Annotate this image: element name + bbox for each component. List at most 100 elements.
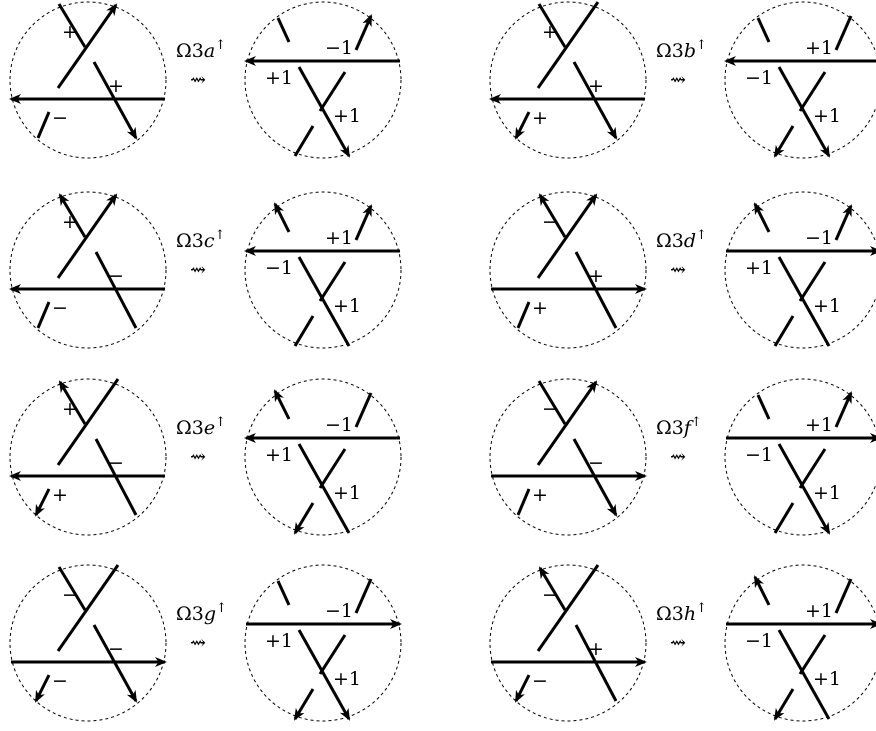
strand-1-upper <box>276 580 291 606</box>
move-label: Ω3c↑ <box>176 228 225 252</box>
crossing-sign-right: + <box>588 75 604 97</box>
strand-1-lower <box>297 256 351 347</box>
crossing-sign-top: − <box>62 584 78 606</box>
up-arrow-icon: ↑ <box>696 601 707 616</box>
crossing-sign-right: − <box>108 452 124 474</box>
strand-2-arrow <box>34 488 51 517</box>
crossing-sign-top: −1 <box>325 600 353 622</box>
crossing-sign-right: + <box>588 265 604 287</box>
strand-2-middle <box>798 448 827 489</box>
crossing-sign-top: − <box>542 398 558 420</box>
crossing-sign-right: + <box>588 638 604 660</box>
move-label-letter: c <box>204 230 215 252</box>
crossing-sign-left: − <box>532 670 548 692</box>
squiggle-arrow-icon: ⇝ <box>670 69 686 91</box>
dashed-disk <box>9 564 167 722</box>
left-diagram: ++− <box>9 1 167 159</box>
strand-2-middle <box>798 71 827 112</box>
strand-1-arrow <box>538 566 567 611</box>
crossing-sign-left: − <box>52 670 68 692</box>
move-label: Ω3h↑ <box>656 601 707 625</box>
crossing-sign-left: −1 <box>265 257 293 279</box>
move-label-omega: Ω3 <box>176 603 204 625</box>
move-h: −+−Ω3h↑⇝+1−1+1 <box>489 564 876 722</box>
squiggle-arrow-icon: ⇝ <box>670 446 686 468</box>
strand-1-arrow <box>538 193 567 238</box>
strand-2-upper <box>536 1 600 89</box>
crossing-sign-left: −1 <box>745 67 773 89</box>
crossing-sign-top: + <box>62 211 78 233</box>
crossing-sign-top: +1 <box>805 37 833 59</box>
dashed-disk <box>489 564 647 722</box>
strand-1-arrow <box>58 380 87 425</box>
crossing-sign-bottom: +1 <box>813 668 841 690</box>
move-label-omega: Ω3 <box>176 417 204 439</box>
move-f: −−+Ω3f↑⇝+1−1+1 <box>489 378 876 536</box>
strand-2-middle <box>318 448 347 489</box>
squiggle-arrow-icon: ⇝ <box>670 259 686 281</box>
crossing-sign-right: + <box>108 75 124 97</box>
strand-1-lower <box>777 629 831 720</box>
crossing-sign-bottom: +1 <box>813 105 841 127</box>
crossing-sign-right: − <box>108 265 124 287</box>
strand-1-arrow <box>753 575 771 606</box>
move-label-omega: Ω3 <box>176 230 204 252</box>
up-arrow-icon: ↑ <box>215 415 226 430</box>
strand-2-upper <box>834 15 853 51</box>
crossing-sign-bottom: +1 <box>333 105 361 127</box>
strand-2-lower <box>516 301 531 329</box>
crossing-sign-left: −1 <box>745 444 773 466</box>
strand-2-middle <box>318 261 347 302</box>
move-label: Ω3e↑ <box>176 415 226 439</box>
crossing-sign-top: +1 <box>325 227 353 249</box>
dashed-disk <box>9 191 167 349</box>
strand-1-segment <box>537 3 567 48</box>
right-diagram: +1−1+1 <box>724 564 876 722</box>
strand-1-arrow <box>58 193 87 238</box>
crossing-sign-top: + <box>542 21 558 43</box>
right-diagram: −1 +1 +1 <box>244 1 402 159</box>
squiggle-arrow-icon: ⇝ <box>190 69 206 91</box>
move-g: −−−Ω3g↑⇝−1+1+1 <box>9 564 402 722</box>
strand-2-lower <box>773 502 795 534</box>
dashed-disk <box>489 1 647 159</box>
crossing-sign-top: −1 <box>325 37 353 59</box>
move-label-omega: Ω3 <box>176 40 204 62</box>
move-label-letter: e <box>204 417 215 439</box>
move-label: Ω3d↑ <box>656 228 707 252</box>
up-arrow-icon: ↑ <box>691 415 702 430</box>
right-diagram: +1 −1 +1 <box>724 1 876 159</box>
move-label-letter: h <box>684 603 696 625</box>
left-diagram: −+− <box>489 564 647 722</box>
strand-1-arrow <box>753 202 771 233</box>
move-label-omega: Ω3 <box>656 40 684 62</box>
crossing-sign-left: −1 <box>745 630 773 652</box>
right-diagram: −1+1+1 <box>244 564 402 722</box>
crossing-sign-left: +1 <box>265 67 293 89</box>
squiggle-arrow-icon: ⇝ <box>670 632 686 654</box>
squiggle-arrow-icon: ⇝ <box>190 446 206 468</box>
left-diagram: −++ <box>489 191 647 349</box>
strand-2-arrow <box>536 193 598 279</box>
move-label-letter: f <box>682 417 694 439</box>
strand-1-arrow <box>273 202 291 233</box>
strand-2-arrow <box>514 674 531 703</box>
crossing-sign-top: − <box>542 211 558 233</box>
right-diagram: −1+1+1 <box>724 191 876 349</box>
strand-2-lower <box>516 488 531 516</box>
strand-2-arrow <box>293 688 315 721</box>
move-label: Ω3f↑ <box>656 415 702 439</box>
up-arrow-icon: ↑ <box>215 228 226 243</box>
strand-2-upper <box>56 378 120 466</box>
strand-1-upper <box>756 17 771 43</box>
move-label: Ω3g↑ <box>176 601 227 625</box>
left-diagram: +−+ <box>9 378 167 536</box>
strand-2-upper <box>354 392 373 428</box>
up-arrow-icon: ↑ <box>696 228 707 243</box>
strand-2-arrow <box>34 674 51 703</box>
dashed-disk <box>724 378 876 536</box>
crossing-sign-top: +1 <box>805 414 833 436</box>
crossing-sign-bottom: +1 <box>813 295 841 317</box>
crossing-sign-right: − <box>108 638 124 660</box>
